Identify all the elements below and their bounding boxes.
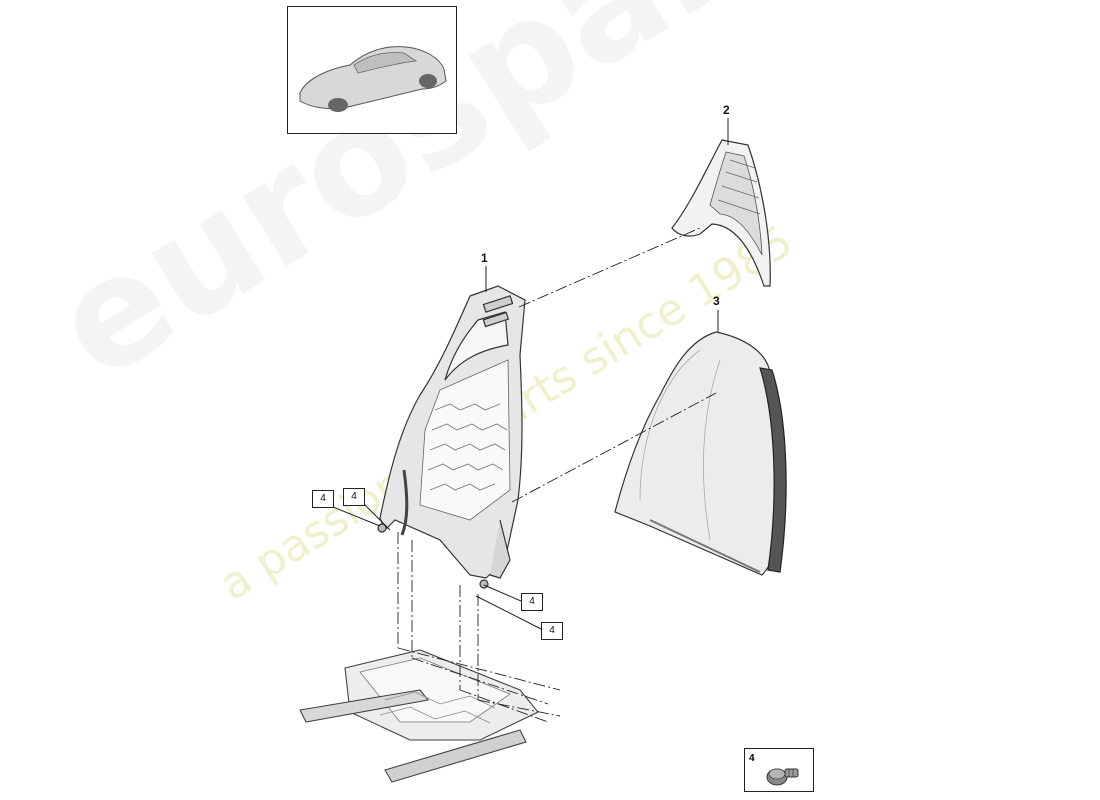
callout-3: 3 xyxy=(713,294,720,308)
assembly-leader-lines xyxy=(397,227,717,723)
part-3-rear-panel xyxy=(614,331,787,576)
parts-legend: 4 xyxy=(744,748,814,792)
screw-icon xyxy=(766,768,799,786)
ref-box-4: 4 xyxy=(541,622,563,640)
callout-leaders xyxy=(332,118,729,631)
callout-1: 1 xyxy=(481,251,488,265)
vehicle-inset xyxy=(287,6,457,134)
callout-2: 2 xyxy=(723,103,730,117)
ref-box-4: 4 xyxy=(343,488,365,506)
ref-box-4: 4 xyxy=(312,490,334,508)
part-1-backrest-frame xyxy=(377,285,526,589)
part-2-upper-shell xyxy=(671,139,771,287)
ref-box-4: 4 xyxy=(521,593,543,611)
seat-base-frame xyxy=(299,649,539,783)
car-icon xyxy=(299,46,447,112)
legend-number: 4 xyxy=(749,753,755,764)
